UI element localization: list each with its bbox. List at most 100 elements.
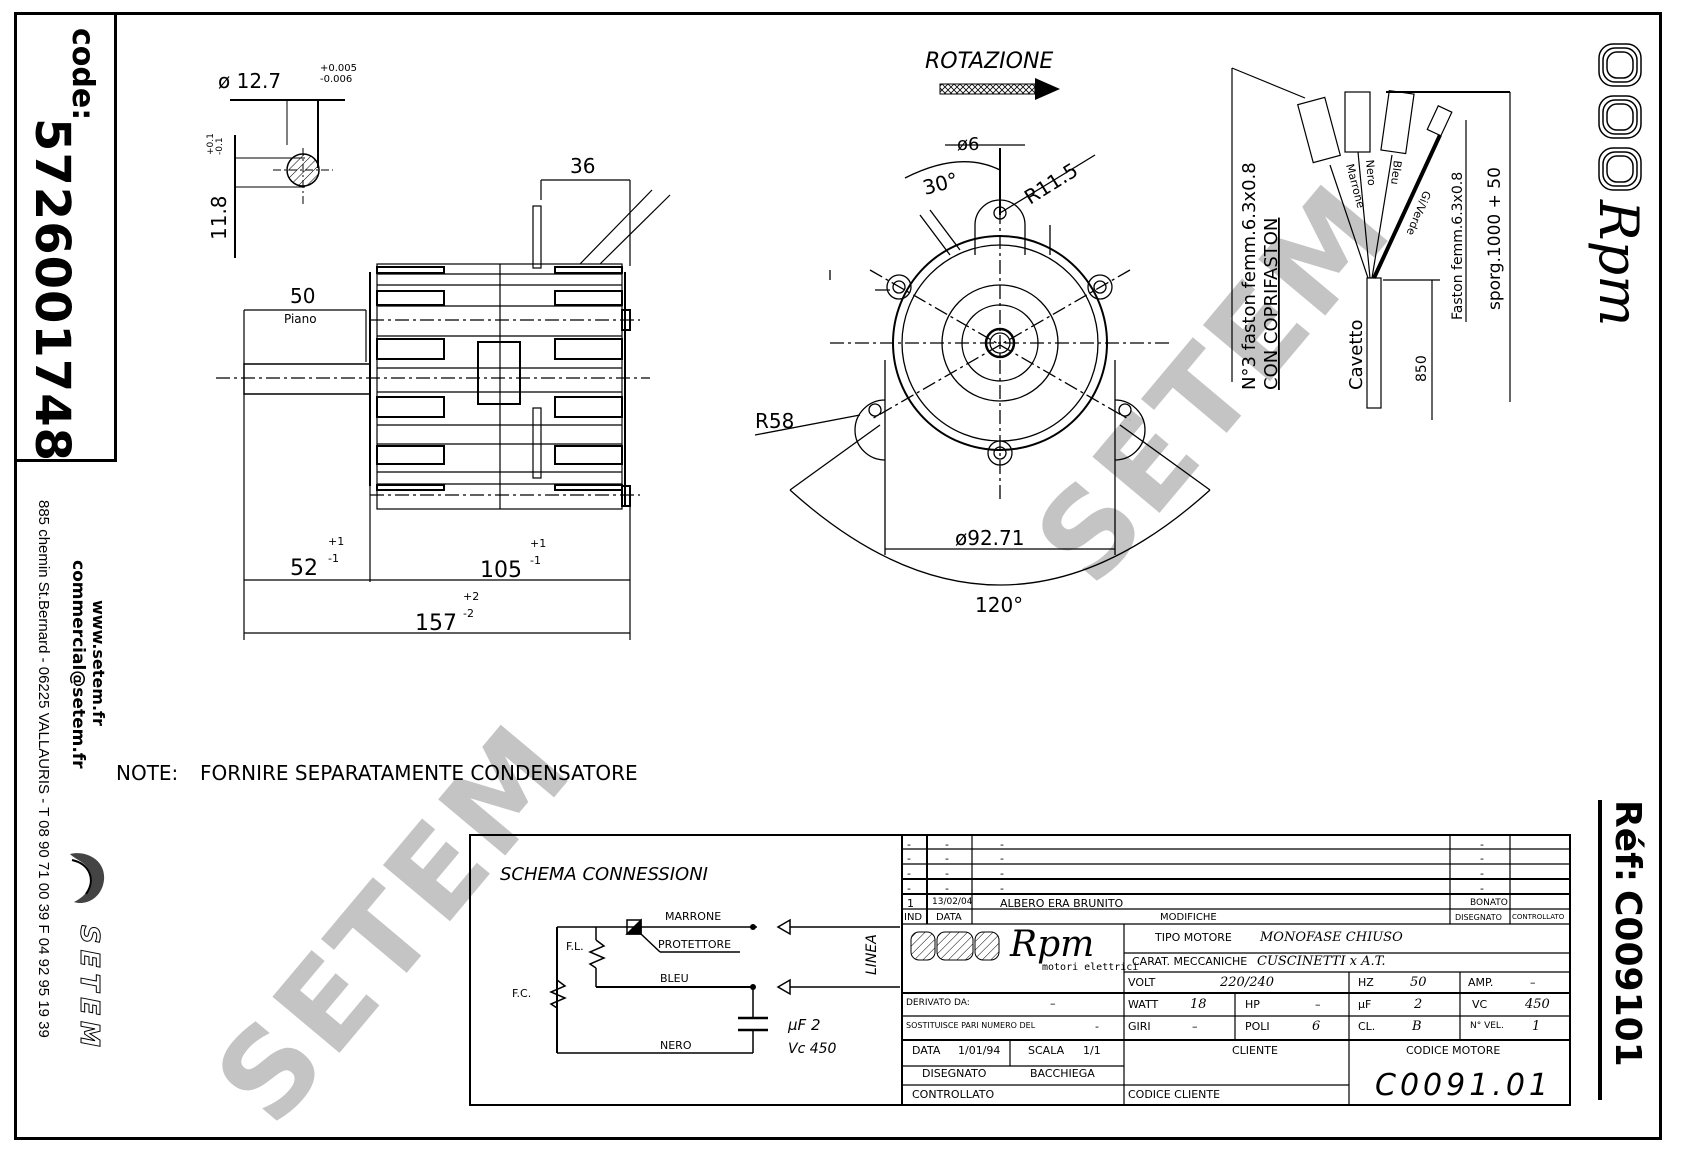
tipo-motore-label: TIPO MOTORE: [1155, 931, 1232, 944]
schema-vc: Vc 450: [788, 1041, 837, 1057]
schema-title: SCHEMA CONNESSIONI: [500, 864, 708, 885]
dim-36: 36: [570, 154, 595, 178]
rev-data: -: [945, 867, 949, 880]
title-brand: Rpm: [1010, 924, 1095, 965]
rev-mod: -: [1000, 838, 1004, 851]
faston-cover: CON COPRIFASTON: [1261, 218, 1282, 390]
code-box: [14, 12, 117, 462]
rev-header-ind: IND: [904, 912, 923, 923]
wiring-harness: [1231, 67, 1511, 420]
cl-label: CL.: [1358, 1020, 1376, 1033]
hz-value: 50: [1410, 975, 1427, 990]
drawing-frame: [14, 12, 1662, 1140]
rev-mod: -: [1000, 852, 1004, 865]
rpm-coils-logo-icon: [1597, 42, 1643, 192]
rev-mod: -: [1000, 882, 1004, 895]
setem-bird-logo-icon: [66, 850, 110, 910]
connection-schematic: [549, 918, 900, 1054]
dim-105-tol-minus: -1: [530, 554, 541, 567]
rev-ind: -: [907, 867, 911, 880]
disegnato-value: BACCHIEGA: [1030, 1067, 1095, 1080]
data-label: DATA: [912, 1044, 941, 1057]
dim-52: 52: [290, 556, 318, 581]
wire-marrone: Marrone: [1343, 162, 1367, 209]
sporg-length: sporg.1000 + 50: [1485, 167, 1505, 310]
note-text: FORNIRE SEPARATAMENTE CONDENSATORE: [200, 761, 638, 785]
angle-120: 120°: [975, 593, 1023, 617]
radius-58: R58: [755, 409, 794, 433]
dim-157-tol-minus: -2: [463, 607, 474, 620]
shaft-flat-tol-plus: +0.1: [206, 133, 216, 155]
nvel-value: 1: [1532, 1019, 1541, 1034]
rev-data: 13/02/04: [932, 897, 973, 907]
dim-52-tol-plus: +1: [328, 535, 344, 548]
title-block-grid: [901, 834, 1571, 1106]
poli-value: 6: [1312, 1019, 1321, 1034]
rev-header-disegnato: DISEGNATO: [1455, 913, 1502, 922]
carat-label: CARAT. MECCANICHE: [1132, 955, 1248, 968]
shaft-diameter: ø 12.7: [218, 69, 281, 93]
amp-label: AMP.: [1468, 976, 1494, 989]
uf-label: µF: [1358, 998, 1372, 1011]
rev-data: -: [945, 838, 949, 851]
wire-bleu: Bleu: [1388, 160, 1404, 186]
vc-value: 450: [1525, 997, 1550, 1012]
dim-52-tol-minus: -1: [328, 552, 339, 565]
derivato-label: DERIVATO DA:: [906, 998, 970, 1008]
dim-157: 157: [415, 611, 457, 636]
motor-front-view: [754, 144, 1211, 586]
codice-cliente-label: CODICE CLIENTE: [1128, 1088, 1221, 1101]
rev-mod: -: [1000, 867, 1004, 880]
ref-rule: [1598, 800, 1602, 1100]
rev-ind: 1: [907, 897, 914, 910]
cable-label: Cavetto: [1346, 320, 1367, 390]
dim-157-tol-plus: +2: [463, 590, 479, 603]
carat-value: CUSCINETTI x A.T.: [1257, 954, 1386, 969]
giri-label: GIRI: [1128, 1020, 1151, 1033]
shaft-tol-plus: +0.005: [320, 63, 357, 74]
shaft-tol-minus: -0.006: [320, 74, 352, 85]
rev-dis: -: [1480, 852, 1484, 865]
hp-value: –: [1315, 998, 1321, 1011]
rev-data: -: [945, 882, 949, 895]
hole-diameter: ø6: [957, 134, 979, 155]
motor-side-view: [216, 179, 671, 640]
rev-ind: -: [907, 882, 911, 895]
rev-header-modifiche: MODIFICHE: [1160, 912, 1217, 923]
uf-value: 2: [1414, 997, 1423, 1012]
watt-value: 18: [1190, 997, 1207, 1012]
rev-mod: ALBERO ERA BRUNITO: [1000, 897, 1124, 910]
angle-30: 30°: [920, 167, 960, 199]
rev-ind: -: [907, 852, 911, 865]
rotation-label: ROTAZIONE: [925, 49, 1053, 74]
piano-label: Piano: [284, 312, 317, 326]
nvel-label: N° VEL.: [1470, 1021, 1504, 1031]
hz-label: HZ: [1358, 976, 1374, 989]
derivato-value: –: [1050, 997, 1056, 1010]
codice-motore-label: CODICE MOTORE: [1406, 1044, 1501, 1057]
schema-fl: F.L.: [566, 940, 584, 953]
dim-105-tol-plus: +1: [530, 537, 546, 550]
schema-bleu: BLEU: [660, 972, 689, 985]
amp-value: –: [1530, 976, 1536, 989]
schema-protector: PROTETTORE: [658, 938, 731, 951]
poli-label: POLI: [1245, 1020, 1270, 1033]
rev-dis: -: [1480, 838, 1484, 851]
dim-50: 50: [290, 284, 315, 308]
schema-uf: µF 2: [787, 1016, 820, 1034]
giri-value: –: [1192, 1020, 1198, 1033]
shaft-section-detail: [230, 99, 345, 258]
scala-label: SCALA: [1028, 1044, 1065, 1057]
sostituisce-value: -: [1095, 1020, 1099, 1033]
shaft-flat: 11.8: [207, 195, 231, 240]
schema-marrone: MARRONE: [665, 910, 721, 923]
wire-nero: Nero: [1363, 159, 1378, 186]
faston-ground: Faston femm.6.3x0.8: [1450, 172, 1466, 320]
rpm-title-logo-icon: [910, 930, 1000, 962]
cliente-label: CLIENTE: [1232, 1044, 1278, 1057]
title-brand-sub: motori elettrici: [1042, 962, 1139, 973]
volt-label: VOLT: [1128, 976, 1156, 989]
scala-value: 1/1: [1083, 1044, 1101, 1057]
shaft-flat-tol-minus: -0.1: [215, 137, 225, 155]
